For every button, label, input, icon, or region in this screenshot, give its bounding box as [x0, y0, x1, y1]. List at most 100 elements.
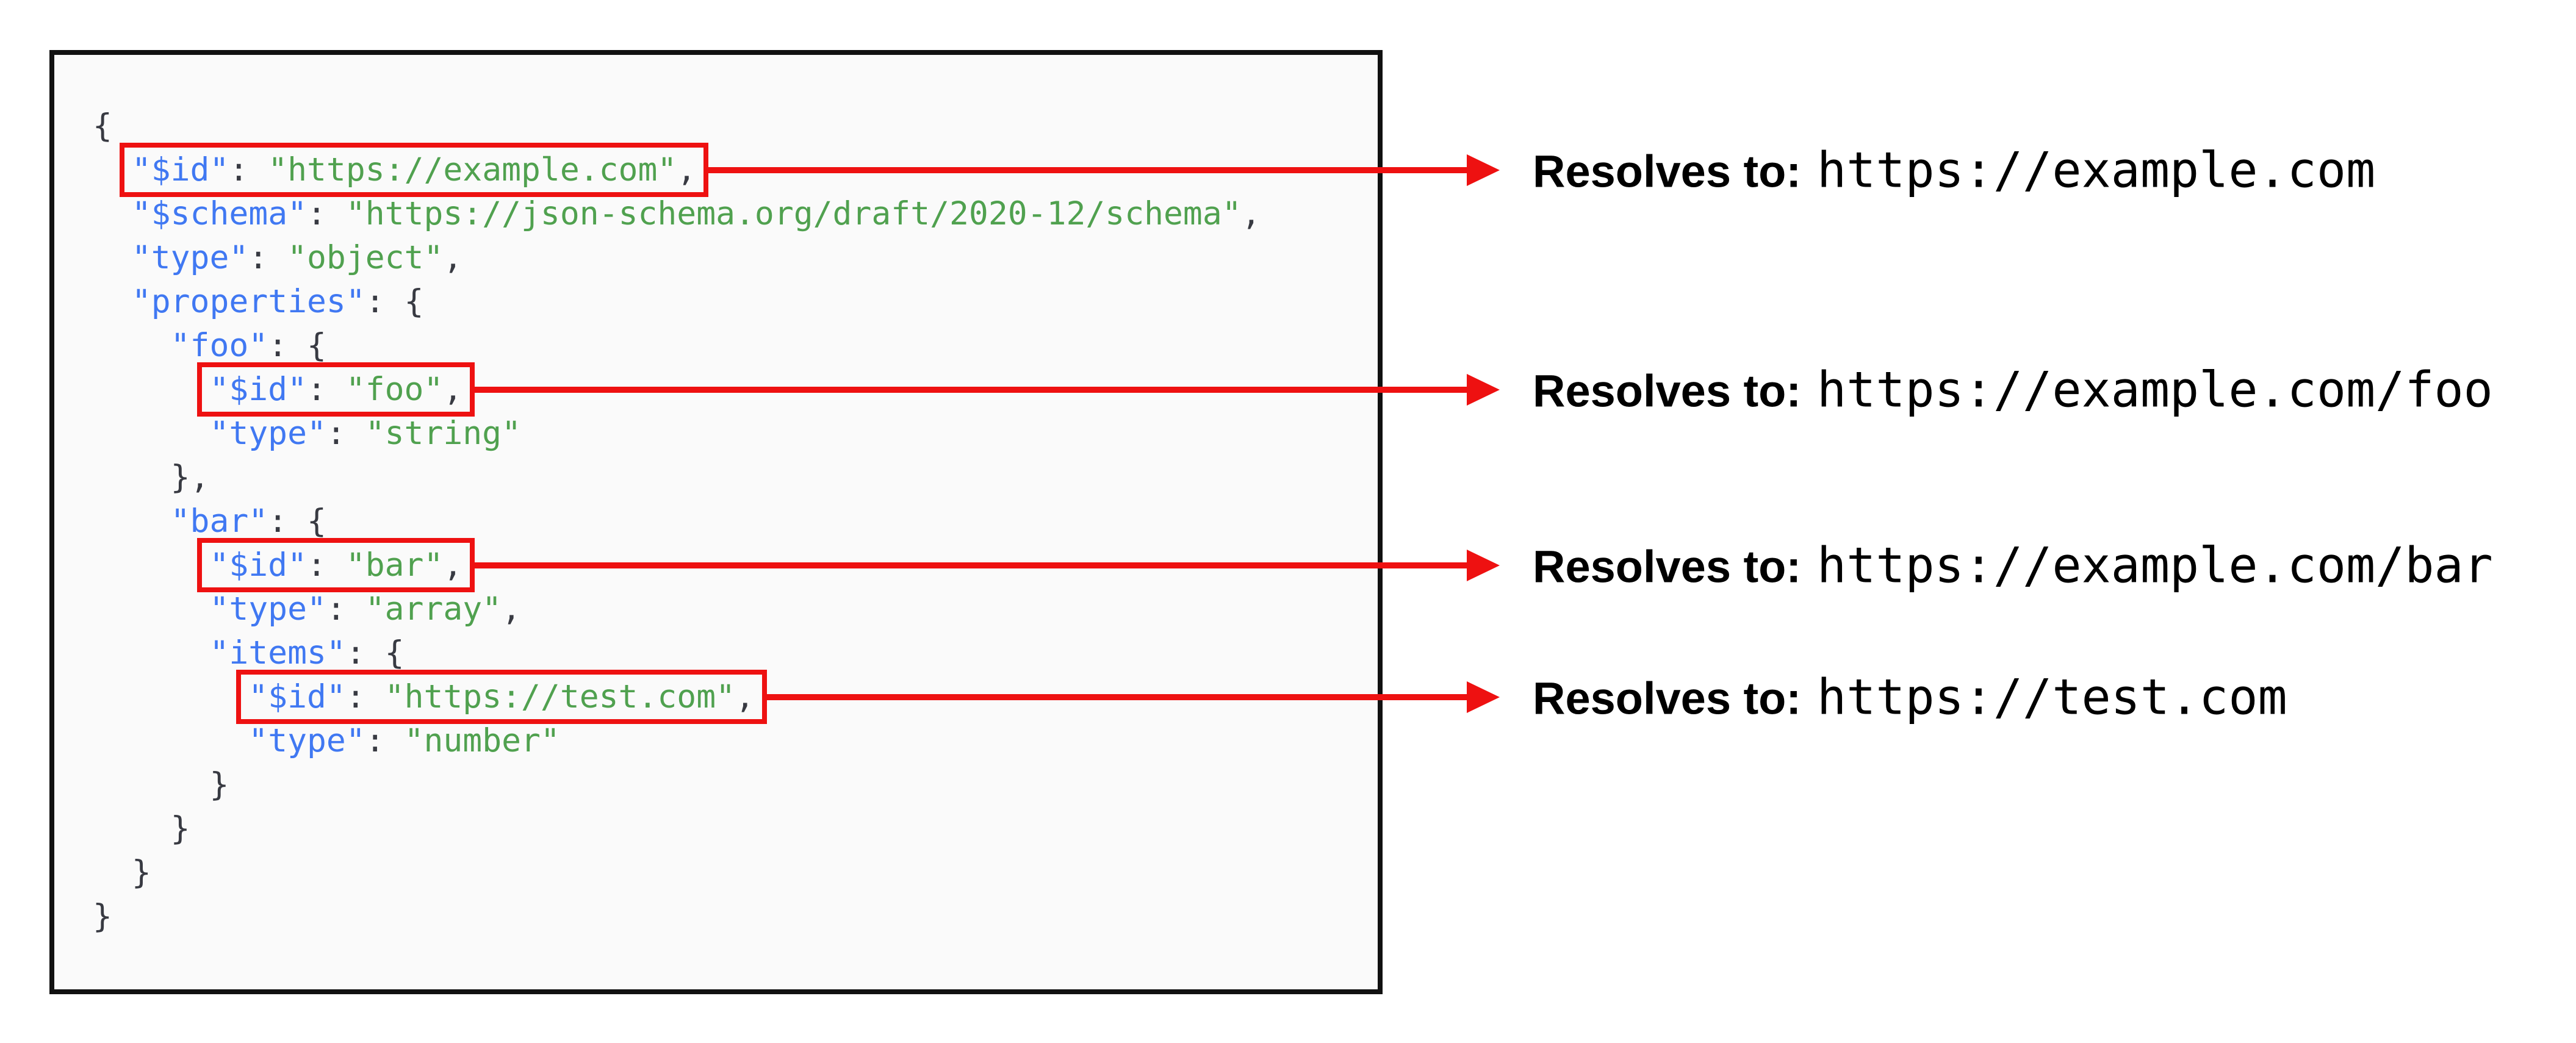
- code-token: ,: [735, 678, 755, 715]
- code-token: {: [93, 107, 112, 145]
- code-line: }: [93, 851, 1261, 895]
- code-indent: [93, 371, 209, 408]
- code-indent: [93, 459, 171, 496]
- resolved-url: https://example.com/foo: [1817, 361, 2493, 418]
- code-token: "https://example.com": [268, 151, 677, 188]
- code-line: "items": {: [93, 631, 1261, 675]
- code-block: { "$id": "https://example.com", "$schema…: [93, 104, 1261, 939]
- code-token: :: [365, 722, 405, 759]
- code-indent: [93, 327, 171, 364]
- code-line: "type": "string": [93, 412, 1261, 456]
- code-line: "$schema": "https://json-schema.org/draf…: [93, 192, 1261, 236]
- code-indent: [93, 810, 171, 847]
- code-token: : {: [268, 503, 326, 540]
- code-token: "type": [209, 590, 326, 628]
- code-line: }: [93, 895, 1261, 939]
- code-token: }: [170, 810, 190, 847]
- code-indent: [93, 283, 132, 320]
- resolves-label: Resolves to:: [1533, 365, 1802, 417]
- code-token: "foo": [170, 327, 268, 364]
- code-token: :: [326, 415, 365, 452]
- code-token: :: [307, 371, 346, 408]
- code-token: }: [93, 898, 112, 935]
- code-token: "bar": [170, 503, 268, 540]
- code-token: }: [209, 766, 229, 803]
- arrow-head-icon: [1467, 681, 1500, 713]
- code-token: : {: [268, 327, 326, 364]
- code-indent: [93, 503, 171, 540]
- code-indent: [93, 766, 209, 803]
- code-line: }: [93, 807, 1261, 851]
- code-token: :: [345, 678, 385, 715]
- code-token: "items": [209, 634, 346, 672]
- arrow-connector: [473, 562, 1469, 568]
- code-line: },: [93, 456, 1261, 500]
- code-token: "foo": [345, 371, 444, 408]
- code-token: : {: [365, 283, 424, 320]
- code-token: "bar": [345, 547, 444, 584]
- code-token: "$id": [209, 547, 307, 584]
- code-line: }: [93, 763, 1261, 807]
- code-line: "type": "object",: [93, 236, 1261, 280]
- code-indent: [93, 547, 209, 584]
- code-token: "string": [365, 415, 522, 452]
- code-token: ,: [502, 590, 522, 628]
- code-token: "type": [248, 722, 365, 759]
- resolved-url: https://test.com: [1817, 668, 2287, 726]
- code-token: ,: [443, 239, 463, 276]
- code-token: "object": [287, 239, 444, 276]
- arrow-head-icon: [1467, 374, 1500, 406]
- code-indent: [93, 415, 209, 452]
- code-line: "$id": "bar",: [93, 538, 1261, 592]
- code-indent: [93, 854, 132, 891]
- code-token: "$id": [209, 371, 307, 408]
- code-line: "foo": {: [93, 324, 1261, 368]
- code-token: ,: [677, 151, 697, 188]
- code-token: ,: [1241, 195, 1261, 232]
- resolves-annotation: Resolves to: https://example.com/foo: [1533, 362, 2493, 418]
- code-token: : {: [345, 634, 405, 672]
- code-token: :: [326, 590, 365, 628]
- code-line: "$id": "https://test.com",: [93, 670, 1261, 724]
- arrow-head-icon: [1467, 550, 1500, 581]
- resolves-annotation: Resolves to: https://test.com: [1533, 669, 2287, 726]
- code-token: "https://test.com": [384, 678, 736, 715]
- code-token: },: [170, 459, 210, 496]
- code-line: "properties": {: [93, 280, 1261, 324]
- resolves-label: Resolves to:: [1533, 146, 1802, 197]
- resolves-label: Resolves to:: [1533, 541, 1802, 592]
- code-indent: [93, 678, 248, 715]
- code-token: }: [131, 854, 151, 891]
- arrow-connector: [766, 694, 1469, 700]
- resolved-url: https://example.com/bar: [1817, 537, 2493, 594]
- resolves-annotation: Resolves to: https://example.com/bar: [1533, 537, 2493, 594]
- id-highlight-box: "$id": "https://test.com",: [236, 670, 767, 724]
- code-line: {: [93, 104, 1261, 148]
- code-line: "type": "array",: [93, 587, 1261, 631]
- resolves-annotation: Resolves to: https://example.com: [1533, 142, 2375, 199]
- code-indent: [93, 722, 248, 759]
- code-token: :: [307, 195, 346, 232]
- arrow-connector: [473, 387, 1469, 393]
- code-token: "properties": [131, 283, 365, 320]
- resolves-label: Resolves to:: [1533, 673, 1802, 724]
- resolved-url: https://example.com: [1817, 142, 2376, 199]
- code-token: "type": [209, 415, 326, 452]
- id-highlight-box: "$id": "https://example.com",: [119, 143, 709, 197]
- code-token: "https://json-schema.org/draft/2020-12/s…: [345, 195, 1242, 232]
- code-token: "$schema": [131, 195, 308, 232]
- code-line: "type": "number": [93, 719, 1261, 763]
- code-indent: [93, 634, 209, 672]
- code-line: "$id": "foo",: [93, 362, 1261, 417]
- code-token: :: [248, 239, 288, 276]
- code-token: ,: [443, 371, 463, 408]
- code-token: "array": [365, 590, 502, 628]
- code-line: "$id": "https://example.com",: [93, 143, 1261, 197]
- code-line: "bar": {: [93, 500, 1261, 543]
- code-token: "$id": [248, 678, 346, 715]
- code-indent: [93, 590, 209, 628]
- code-token: :: [229, 151, 268, 188]
- code-indent: [93, 239, 132, 276]
- arrow-connector: [707, 167, 1469, 173]
